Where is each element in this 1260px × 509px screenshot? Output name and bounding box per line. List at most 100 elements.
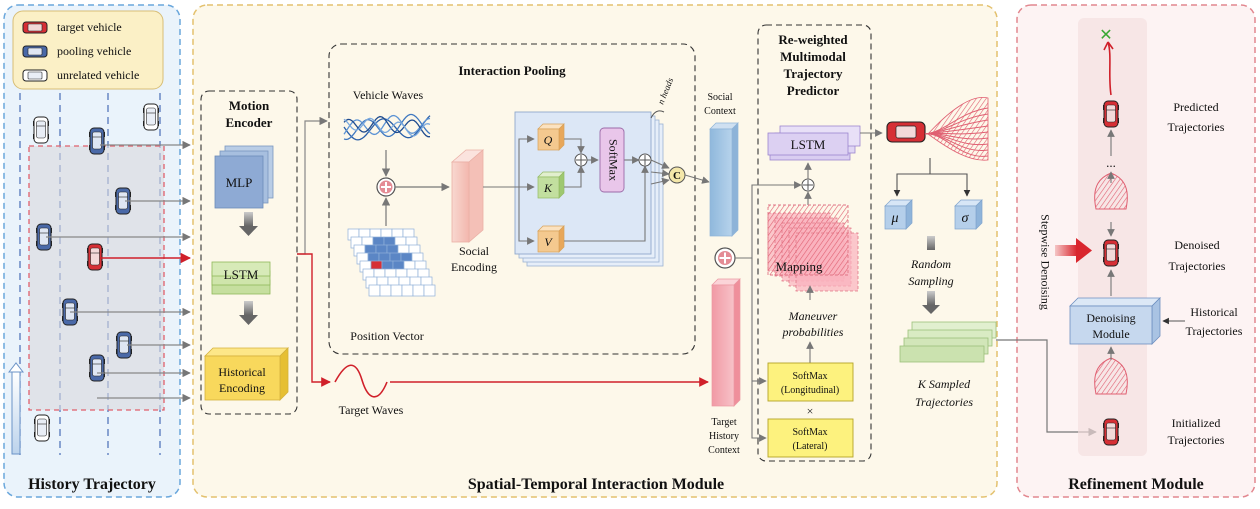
social-context-label-2: Context	[704, 106, 736, 117]
encoder-down-arrow-1	[239, 212, 258, 236]
social-context-bar	[709, 122, 739, 237]
distribution-region	[927, 96, 989, 161]
mapping-label: Mapping	[776, 259, 823, 274]
interaction-pooling-title: Interaction Pooling	[458, 63, 566, 78]
times-symbol: ×	[807, 404, 814, 418]
initialized-label-2: Trajectories	[1168, 433, 1225, 447]
unrelated-vehicle	[33, 116, 49, 144]
output-to-params-arrows	[893, 158, 931, 197]
k-cube: K	[537, 171, 565, 199]
motion-encoder-title-1: Motion	[229, 98, 270, 113]
refinement-vehicles	[1094, 100, 1128, 446]
predictor-box	[757, 24, 872, 462]
concat-node: C	[668, 166, 686, 184]
position-vector-grid	[347, 228, 436, 297]
grid-cell	[401, 284, 414, 297]
goal-cross-icon: ✕	[1099, 25, 1112, 44]
mlp-label: MLP	[226, 175, 253, 190]
sampled-to-refinement-arrow	[996, 339, 1097, 437]
stepwise-denoising-label: Stepwise Denoising	[1038, 214, 1052, 310]
social-encoding-label-1: Social	[459, 244, 490, 258]
grid-cell	[423, 284, 436, 297]
vehicle-wave-line	[343, 115, 430, 138]
historical-encoding-block: Historical Encoding	[204, 347, 289, 401]
predicted-trajectory: ✕	[1099, 25, 1114, 96]
history-arrows	[46, 140, 191, 403]
predictor-title-4: Predictor	[787, 83, 840, 98]
pooling-vehicle	[89, 127, 105, 155]
predictor-title-2: Multimodal	[780, 49, 846, 64]
vehicle-waves-label: Vehicle Waves	[353, 88, 424, 102]
softmax-longitudinal-block	[767, 362, 854, 402]
target-history-context-label-2: History	[709, 431, 739, 442]
vehicles-layer	[33, 103, 159, 442]
target-waves-label: Target Waves	[339, 403, 404, 417]
social-context-label-1: Social	[708, 92, 733, 103]
road-scene	[7, 93, 165, 455]
sampling-shaft	[927, 236, 935, 250]
denoised-label-1: Denoised	[1174, 238, 1219, 252]
legend: target vehicle pooling vehicle unrelated…	[12, 10, 164, 90]
motion-encoder-box	[200, 90, 298, 415]
softmax-longitudinal-label-2: (Longitudinal)	[781, 385, 839, 396]
v-cube: V	[537, 225, 565, 253]
q-cube: Q	[537, 123, 565, 151]
encoder-lstm-label: LSTM	[224, 267, 259, 282]
context-to-softmax-arrows	[751, 258, 767, 442]
softmax-lateral-label-2: (Lateral)	[793, 441, 828, 452]
attention-wiring	[483, 135, 670, 245]
k-sampled-label-2: Trajectories	[915, 395, 973, 409]
target-history-context-label-1: Target	[711, 417, 736, 428]
denoising-module-label-1: Denoising	[1086, 311, 1135, 325]
random-sampling-label-1: Random	[910, 257, 951, 271]
stim-panel-title: Spatial-Temporal Interaction Module	[468, 476, 724, 493]
social-encoding-label-2: Encoding	[451, 260, 497, 274]
mapping-block	[767, 204, 859, 292]
matmul-node-2	[638, 153, 652, 167]
target-vehicle-legend-icon	[22, 21, 48, 34]
random-sampling-label-2: Sampling	[908, 274, 953, 288]
refinement-panel-title: Refinement Module	[1068, 476, 1204, 493]
encoder-lstm-block: LSTM	[211, 261, 271, 295]
mapping-hatch	[767, 204, 849, 276]
attention-softmax-label: SoftMax	[606, 139, 620, 181]
stepwise-arrow	[1055, 238, 1092, 263]
target-wave	[334, 364, 388, 398]
denoised-target-vehicle	[1103, 239, 1119, 267]
k-label: K	[543, 181, 553, 195]
legend-unrelated-label: unrelated vehicle	[57, 68, 139, 82]
predictor-lstm-block: LSTM	[767, 125, 861, 161]
pooling-vehicle	[36, 223, 52, 251]
add-node-pooling	[376, 177, 396, 197]
matmul-node-1	[574, 153, 588, 167]
refinement-column	[1078, 18, 1147, 456]
unrelated-vehicle	[143, 103, 159, 131]
historical-label-1: Historical	[1190, 305, 1238, 319]
concat-label: C	[673, 170, 681, 182]
historical-encoding-label-1: Historical	[218, 365, 266, 379]
mu-cube: μ	[884, 199, 913, 230]
predictor-title-3: Trajectory	[784, 66, 843, 81]
time-arrow-shaft	[11, 371, 21, 455]
sigma-cube: σ	[954, 199, 983, 230]
historical-label-2: Trajectories	[1186, 324, 1243, 338]
output-target-vehicle	[886, 121, 926, 143]
unrelated-vehicle-legend-icon	[22, 69, 48, 82]
sampling-down-arrow	[922, 291, 940, 314]
motion-encoder-title-2: Encoder	[226, 115, 273, 130]
grid-cell	[368, 284, 381, 297]
k-sampled-stack	[899, 321, 997, 363]
mu-label: μ	[890, 211, 898, 226]
predictor-lstm-label: LSTM	[791, 137, 826, 152]
softmax-longitudinal-label-1: SoftMax	[793, 371, 828, 382]
legend-pooling-label: pooling vehicle	[57, 44, 131, 58]
n-heads-brace	[650, 110, 665, 119]
predictor-title-1: Re-weighted	[778, 32, 848, 47]
softmax-lateral-block	[767, 418, 854, 458]
k-sampled-label-1: K Sampled	[917, 377, 971, 391]
vehicle-wave-line	[343, 117, 431, 137]
grid-cell	[412, 284, 425, 297]
pooling-vehicle-legend-icon	[22, 45, 48, 58]
vehicle-waves	[343, 113, 431, 141]
